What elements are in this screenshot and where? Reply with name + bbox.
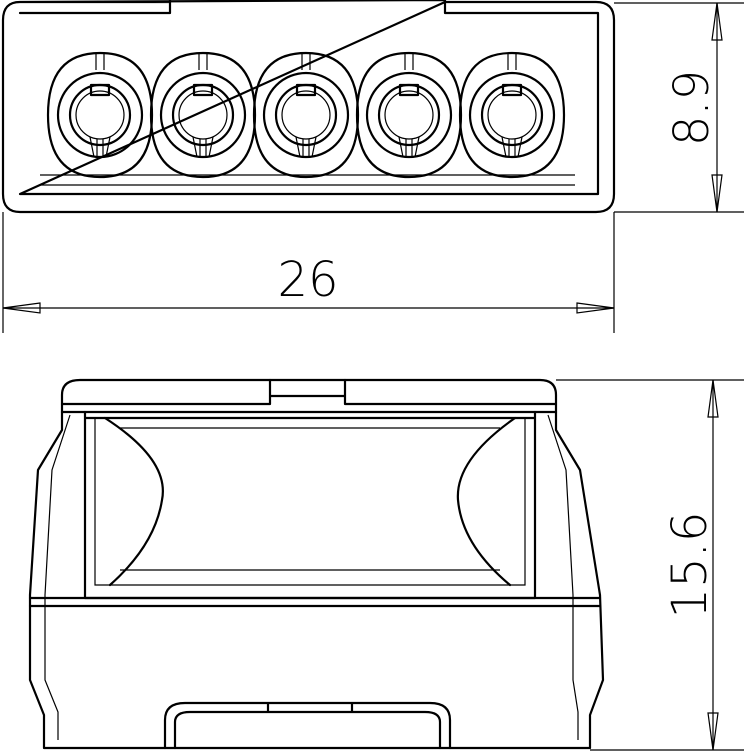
- port-detail: [95, 53, 105, 70]
- dimension-arrows: [2, 302, 615, 314]
- dimension-label-26: 26: [277, 252, 338, 308]
- connector-port: [149, 51, 257, 179]
- side-view-window-inner: [94, 418, 526, 586]
- top-view-base-rail: [40, 174, 575, 186]
- side-view-bottom-slot: [163, 701, 452, 750]
- port-detail: [89, 83, 111, 97]
- side-view: [28, 378, 605, 750]
- dimension-label-15-6: 15.6: [662, 512, 718, 619]
- side-view-top-cap: [60, 378, 558, 414]
- port-detail: [295, 83, 317, 97]
- port-detail: [507, 53, 517, 70]
- top-view-outline: [1, 0, 616, 214]
- port-detail: [149, 51, 257, 179]
- port-detail: [501, 136, 523, 158]
- top-view-inner-frame: [18, 0, 600, 196]
- dimension-label-8-9: 8.9: [664, 70, 720, 146]
- port-detail: [458, 51, 566, 179]
- top-view: [1, 0, 616, 214]
- port-group: [46, 51, 566, 179]
- port-detail: [198, 53, 208, 70]
- connector-port: [355, 51, 463, 179]
- port-detail: [398, 83, 420, 97]
- dimension-width: 26: [2, 212, 615, 333]
- side-view-right-curve: [456, 416, 517, 587]
- port-detail: [355, 51, 463, 179]
- port-detail: [365, 71, 453, 159]
- port-detail: [487, 90, 537, 140]
- side-view-mid-line: [28, 596, 602, 608]
- port-detail: [89, 136, 111, 158]
- dimension-arrows: [707, 379, 719, 751]
- port-detail: [398, 136, 420, 158]
- port-detail: [468, 71, 556, 159]
- connector-port: [458, 51, 566, 179]
- side-view-body-outline: [28, 410, 605, 750]
- port-detail: [384, 90, 434, 140]
- dimension-height-top: 8.9: [614, 2, 744, 213]
- port-detail: [281, 90, 331, 140]
- port-detail: [192, 136, 214, 158]
- port-detail: [178, 90, 228, 140]
- port-detail: [404, 53, 414, 70]
- port-detail: [252, 51, 360, 179]
- port-detail: [262, 71, 350, 159]
- side-view-top-bar: [60, 378, 558, 414]
- dimension-arrows: [711, 2, 723, 213]
- side-view-body-inner: [44, 414, 579, 740]
- port-detail: [56, 71, 144, 159]
- dimension-height-side: 15.6: [556, 379, 744, 751]
- port-detail: [501, 83, 523, 97]
- port-detail: [75, 90, 125, 140]
- connector-port: [252, 51, 360, 179]
- port-detail: [192, 83, 214, 97]
- side-view-left-curve: [103, 416, 164, 587]
- port-detail: [159, 71, 247, 159]
- port-detail: [301, 53, 311, 70]
- port-detail: [295, 136, 317, 158]
